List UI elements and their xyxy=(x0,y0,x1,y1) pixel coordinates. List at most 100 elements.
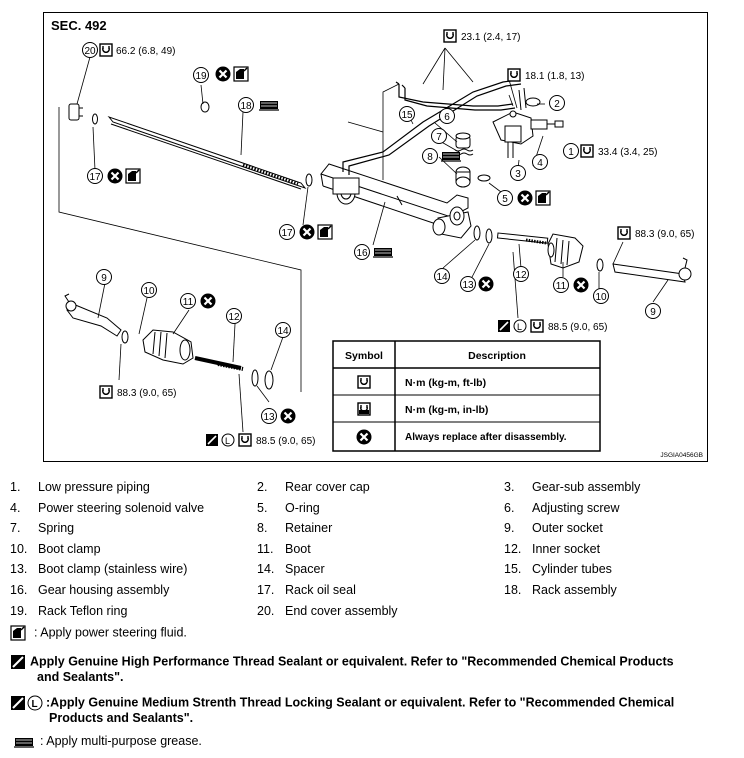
callout-9b: 9 xyxy=(96,269,112,285)
torque-in-lb-icon xyxy=(357,402,371,416)
gear-housing-assembly xyxy=(320,163,472,239)
symbol-table: Symbol Description N·m (kg-m, ft-lb) N·m… xyxy=(332,340,601,452)
svg-text:8: 8 xyxy=(427,152,433,163)
callout-14b: 14 xyxy=(275,322,291,338)
svg-text:6: 6 xyxy=(444,112,450,123)
rack-assembly xyxy=(107,115,307,190)
legend-number: 7. xyxy=(10,521,21,536)
legend-number: 19. xyxy=(10,603,28,618)
boot-left xyxy=(142,329,194,365)
outer-socket-right xyxy=(612,257,692,283)
legend-label: Inner socket xyxy=(532,541,601,556)
legend-label: Spring xyxy=(38,521,75,536)
svg-text:18: 18 xyxy=(240,101,252,112)
svg-text:10: 10 xyxy=(143,286,155,297)
svg-text:4: 4 xyxy=(537,158,543,169)
callout-19: 19 xyxy=(193,67,209,83)
boot-clamp-stainless-right xyxy=(485,228,493,244)
power-steering-solenoid-valve xyxy=(530,119,564,130)
callout-10b: 10 xyxy=(141,282,157,298)
legend-label: Adjusting screw xyxy=(532,500,620,515)
callout-8: 8 xyxy=(422,148,438,164)
callout-11b: 11 xyxy=(180,293,196,309)
callout-16: 16 xyxy=(354,244,370,260)
legend-number: 14. xyxy=(257,562,275,577)
gear-sub-assembly xyxy=(492,87,534,158)
torque-right-outer-socket: 88.3 (9.0, 65) xyxy=(635,229,694,240)
legend-label: Boot xyxy=(285,541,311,556)
legend-number: 17. xyxy=(257,583,275,597)
torque-labels: 66.2 (6.8, 49) 23.1 (2.4, 17) 18.1 (1.8,… xyxy=(99,29,694,447)
svg-text:9: 9 xyxy=(101,273,107,284)
legend-label: Rear cover cap xyxy=(285,480,370,494)
svg-text:17: 17 xyxy=(89,172,101,183)
callout-12b: 12 xyxy=(226,308,242,324)
callout-9a: 9 xyxy=(645,303,661,319)
callout-6: 6 xyxy=(439,108,455,124)
boot-right xyxy=(547,233,584,269)
legend-number: 20. xyxy=(257,603,275,618)
torque-left-inner-socket: 88.5 (9.0, 65) xyxy=(256,436,315,447)
spacer-left xyxy=(264,370,274,390)
callout-18: 18 xyxy=(238,97,254,113)
legend-label: Cylinder tubes xyxy=(532,562,612,577)
svg-text:14: 14 xyxy=(277,326,289,337)
callout-12a: 12 xyxy=(513,266,529,282)
sealant-icon xyxy=(11,655,25,669)
sealant-lock-torque-right: L xyxy=(498,319,544,333)
callout-5: 5 xyxy=(497,190,513,206)
svg-text:3: 3 xyxy=(515,169,521,180)
boot-clamp-right xyxy=(596,258,604,272)
legend-label: Rack Teflon ring xyxy=(38,603,128,618)
lock-sealant-icon: L xyxy=(11,695,43,711)
legend-label: Rack oil seal xyxy=(285,583,356,597)
legend-label: Spacer xyxy=(285,562,325,577)
svg-text:5: 5 xyxy=(502,194,508,205)
callout-3: 3 xyxy=(510,165,526,181)
callout-13a: 13 xyxy=(460,276,476,292)
svg-text:10: 10 xyxy=(595,292,607,303)
legend-number: 6. xyxy=(504,500,515,515)
callout-4: 4 xyxy=(532,154,548,170)
svg-text:2: 2 xyxy=(554,99,560,110)
callout-11a: 11 xyxy=(553,277,569,293)
torque-right-inner-socket: 88.5 (9.0, 65) xyxy=(548,322,607,333)
cylinder-tubes xyxy=(342,79,522,175)
legend-number: 15. xyxy=(504,562,522,577)
legend-number: 4. xyxy=(10,500,21,515)
legend-number: 16. xyxy=(10,583,28,597)
end-cover-assembly xyxy=(68,103,83,121)
symbol-desc-ft-lb: N·m (kg-m, ft-lb) xyxy=(405,377,486,389)
o-ring xyxy=(477,174,491,182)
rear-cover-cap xyxy=(525,97,541,107)
callout-20: 20 xyxy=(82,42,98,58)
callout-15: 15 xyxy=(399,106,415,122)
callout-2: 2 xyxy=(549,95,565,111)
retainer xyxy=(455,166,471,188)
legend-label: Power steering solenoid valve xyxy=(38,500,205,515)
dashed-alignment-lines xyxy=(58,83,400,392)
legend-number: 13. xyxy=(10,562,28,577)
svg-text:16: 16 xyxy=(356,248,368,259)
legend-label: Gear-sub assembly xyxy=(532,480,641,494)
svg-text:11: 11 xyxy=(183,297,194,308)
note-locking: L:Apply Genuine Medium Strenth Thread Lo… xyxy=(10,695,674,726)
description-header: Description xyxy=(468,350,526,362)
replace-icon xyxy=(355,428,373,446)
legend-label: Boot clamp (stainless wire) xyxy=(38,562,188,577)
callout-13b: 13 xyxy=(261,408,277,424)
svg-text:9: 9 xyxy=(650,307,656,318)
symbol-header: Symbol xyxy=(345,350,383,362)
torque-end-cover: 66.2 (6.8, 49) xyxy=(116,46,175,57)
legend-number: 12. xyxy=(504,541,522,556)
note-fluid: : Apply power steering fluid. xyxy=(10,625,187,641)
svg-text:L: L xyxy=(517,322,522,332)
torque-ft-lb-icon xyxy=(357,375,371,389)
inner-socket-left xyxy=(194,356,244,371)
svg-text:17: 17 xyxy=(281,228,293,239)
svg-text:L: L xyxy=(32,699,38,710)
svg-text:7: 7 xyxy=(436,132,442,143)
svg-text:15: 15 xyxy=(401,110,413,121)
legend-number: 8. xyxy=(257,521,268,536)
svg-text:13: 13 xyxy=(462,280,474,291)
